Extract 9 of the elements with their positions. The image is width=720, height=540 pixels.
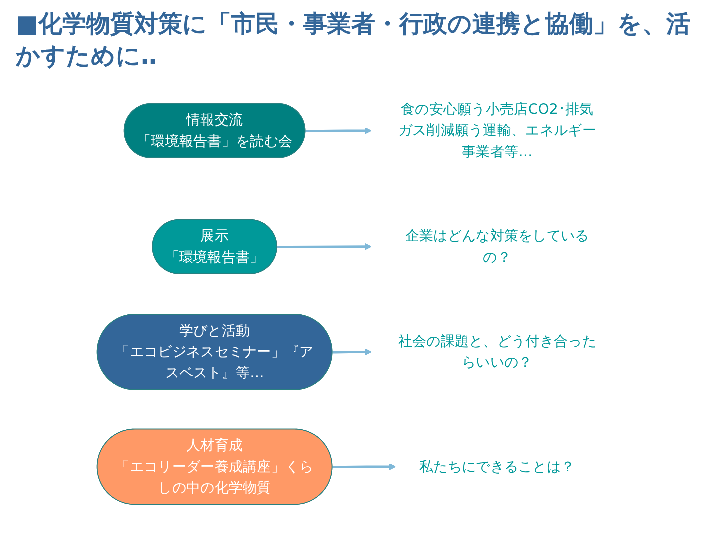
arrow: [305, 127, 372, 134]
arrow: [332, 464, 396, 470]
node-text: 食の安心願う小売店CO2･排気ガス削減願う運輸、エネルギー事業者等…: [398, 101, 596, 160]
node-text: 社会の課題と、どう付き合ったらいいの？: [398, 333, 596, 372]
node-text: 企業はどんな対策をしているの？: [405, 228, 590, 266]
node-text: 私たちにできることは？: [419, 458, 575, 476]
arrow: [277, 243, 372, 250]
slide-title: ■化学物質対策に「市民・事業者・行政の連携と協働」を、活かすために‥: [15, 9, 692, 72]
arrow: [332, 348, 372, 356]
